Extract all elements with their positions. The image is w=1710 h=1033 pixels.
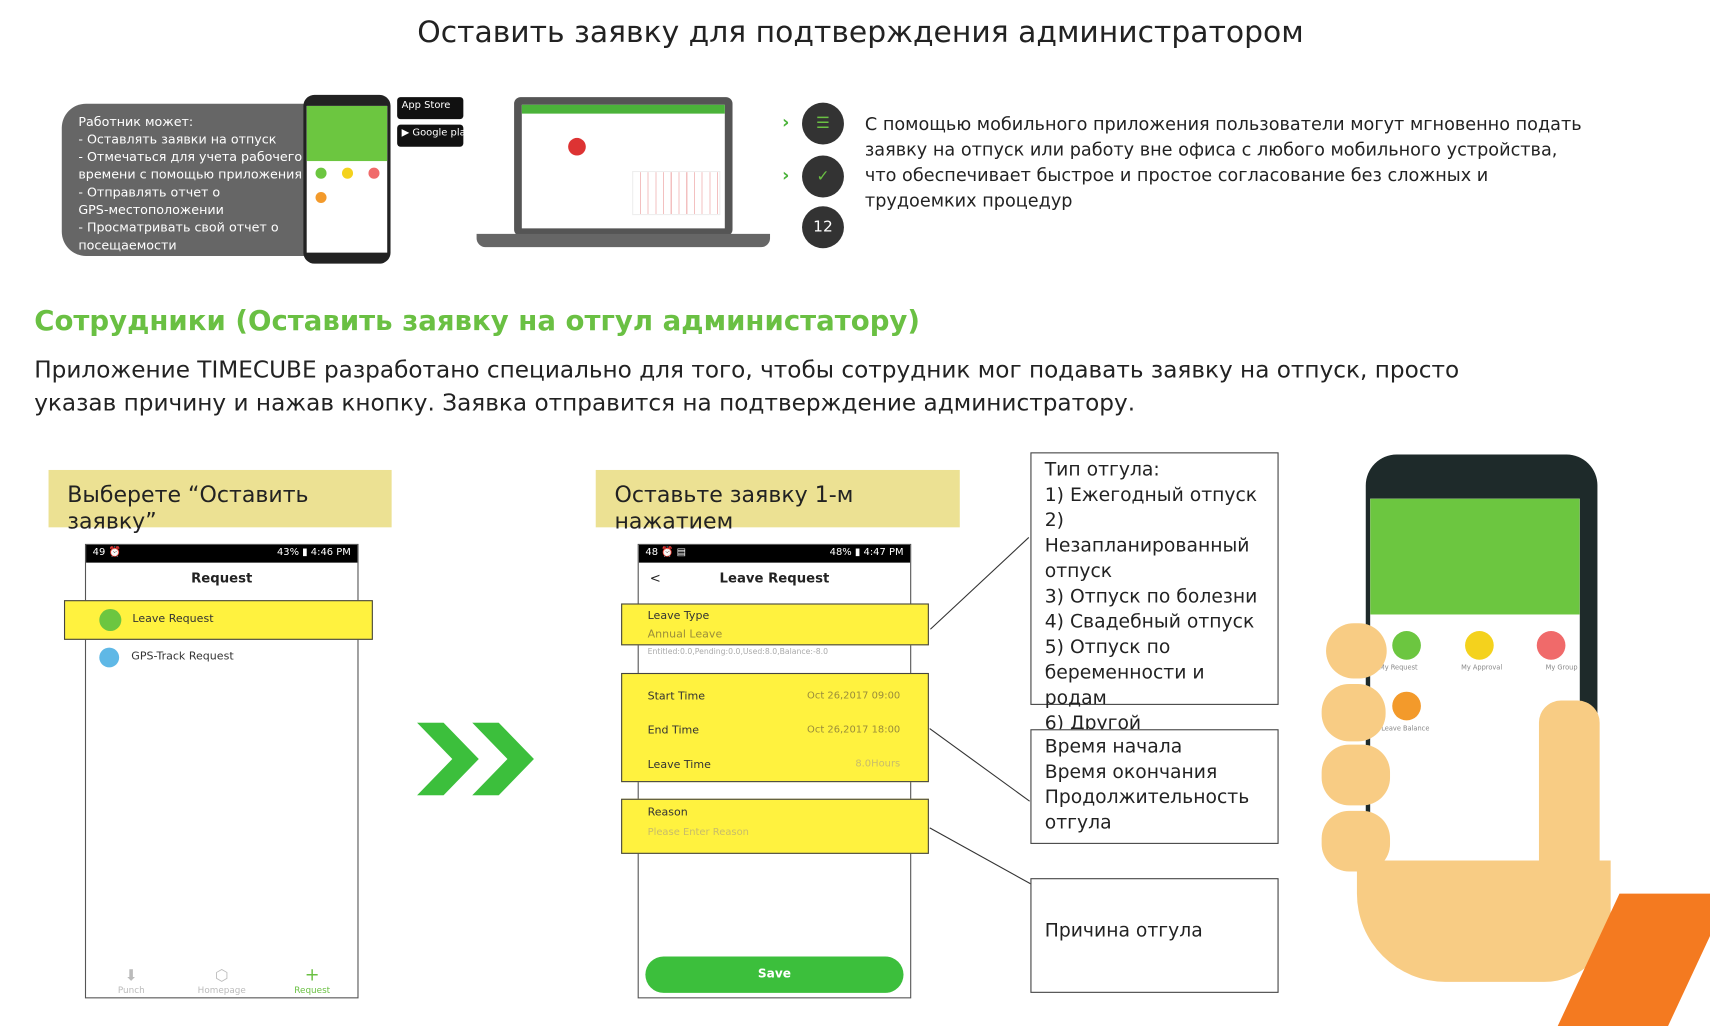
screen-header: Request [191, 570, 253, 586]
section-heading: Сотрудники (Оставить заявку на отгул адм… [34, 304, 921, 337]
section-text: Приложение TIMECUBE разработано специаль… [34, 356, 1460, 416]
save-button[interactable]: Save [645, 956, 904, 993]
google-play-badge[interactable]: ▶ Google play [397, 124, 472, 147]
line: GPS-местоположении [78, 201, 224, 218]
calendar-clock-icon: 12 [802, 206, 844, 249]
gps-icon [99, 647, 120, 668]
tab-request[interactable]: +Request [294, 964, 331, 996]
page-title: Оставить заявку для подтверждения админи… [417, 15, 1304, 50]
connector-line [929, 827, 1039, 889]
leave-balance-text: Entitled:0.0,Pending:0.0,Used:8.0,Balanc… [647, 647, 829, 657]
back-button[interactable]: < [649, 570, 661, 586]
app-store-badge[interactable]: App Store [397, 97, 464, 120]
presenter-icon: ✓ [802, 155, 844, 198]
line: посещаемости [78, 237, 177, 253]
status-left: 48 ⏰ ▤ [645, 547, 687, 559]
chevron-right-icon: › [782, 164, 790, 186]
line: Работник может: [78, 113, 194, 130]
screen-header: Leave Request [719, 570, 830, 586]
tab-homepage[interactable]: ⬡Homepage [197, 967, 246, 996]
line: - Оставлять заявки на отпуск [78, 131, 277, 147]
status-right: 43% ▮ 4:46 PM [276, 547, 351, 559]
line: времени с помощью приложения [78, 166, 303, 183]
worker-capabilities-box: Работник может: - Оставлять заявки на от… [61, 103, 333, 256]
chevron-right-icon: › [782, 111, 790, 133]
tab-punch[interactable]: ⬇Punch [117, 967, 145, 996]
status-right: 48% ▮ 4:47 PM [829, 547, 904, 559]
connector-line [929, 537, 1030, 630]
leave-icon [99, 608, 122, 632]
leave-request-item[interactable]: Leave Request [63, 600, 373, 640]
line: - Отправлять отчет о [78, 184, 221, 200]
connector-line [929, 728, 1030, 802]
phone-image [303, 94, 391, 264]
status-left: 49 ⏰ [92, 547, 121, 559]
description: С помощью мобильного приложения пользова… [864, 113, 1582, 211]
step2-banner: Оставьте заявку 1-м нажатием [595, 469, 960, 534]
line: - Просматривать свой отчет о [78, 219, 279, 235]
list-icon: ☰ [802, 102, 844, 145]
step1-banner: Выберете “Оставить заявку” [48, 469, 392, 534]
double-chevron-arrow-icon [417, 722, 536, 800]
reason-note: Причина отгула [1030, 878, 1279, 993]
gps-track-request-item[interactable]: GPS-Track Request [86, 647, 357, 668]
line: - Отмечаться для учета рабочего [78, 148, 303, 165]
laptop-image [476, 97, 771, 249]
